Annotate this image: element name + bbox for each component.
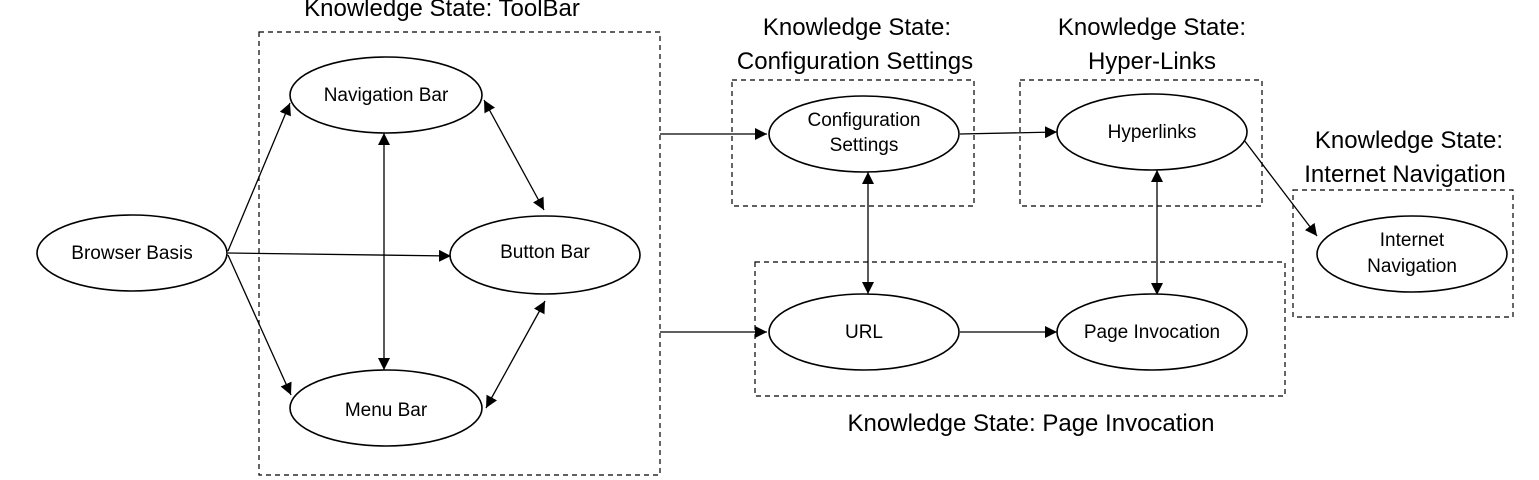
node-internet-navigation: Internet Navigation [1316, 215, 1508, 293]
node-internet-navigation-label-line2: Navigation [1367, 256, 1457, 277]
node-url-label: URL [845, 322, 883, 343]
node-browser-basis-label: Browser Basis [71, 243, 192, 264]
node-page-invocation-label: Page Invocation [1084, 322, 1220, 343]
edge-browser-to-navigation [227, 102, 291, 252]
internet-group-title-line2: Internet Navigation [1304, 161, 1505, 188]
node-configuration-settings-label-line1: Configuration [807, 110, 920, 131]
toolbar-group-title: Knowledge State: ToolBar [304, 0, 580, 22]
edge-navigation-button [483, 99, 545, 211]
hyperlinks-group-title-line1: Knowledge State: [1058, 14, 1246, 41]
node-page-invocation: Page Invocation [1056, 293, 1248, 371]
toolbar-group-box [258, 31, 661, 476]
config-group-title-line1: Knowledge State: [763, 14, 951, 41]
node-configuration-settings-label-line2: Settings [830, 135, 899, 156]
internet-group-box [1292, 189, 1514, 318]
hyperlinks-group-title-line2: Hyper-Links [1088, 48, 1216, 75]
edge-browser-to-button [227, 249, 452, 262]
config-group-title-line2: Configuration Settings [737, 48, 973, 75]
edge-hyperlinks-to-internet [1243, 139, 1318, 237]
internet-group-title-line1: Knowledge State: [1315, 127, 1503, 154]
node-menu-bar-label: Menu Bar [345, 400, 428, 421]
node-button-bar-label: Button Bar [500, 242, 590, 263]
node-button-bar: Button Bar [449, 215, 641, 295]
node-hyperlinks-label: Hyperlinks [1108, 122, 1197, 143]
node-navigation-bar: Navigation Bar [289, 56, 483, 134]
edge-button-menu [485, 300, 546, 409]
node-navigation-bar-label: Navigation Bar [324, 85, 449, 106]
node-menu-bar: Menu Bar [289, 369, 483, 447]
node-configuration-settings: Configuration Settings [768, 95, 960, 173]
node-internet-navigation-label-line1: Internet [1380, 230, 1445, 251]
config-group-box [731, 79, 975, 207]
node-browser-basis: Browser Basis [36, 214, 228, 292]
hyperlinks-group-box [1019, 79, 1263, 207]
page-invocation-group-title: Knowledge State: Page Invocation [848, 410, 1215, 437]
node-url: URL [768, 293, 960, 371]
node-hyperlinks: Hyperlinks [1056, 93, 1248, 171]
edge-config-to-hyperlinks [959, 126, 1058, 139]
edge-browser-to-menu [227, 254, 292, 396]
